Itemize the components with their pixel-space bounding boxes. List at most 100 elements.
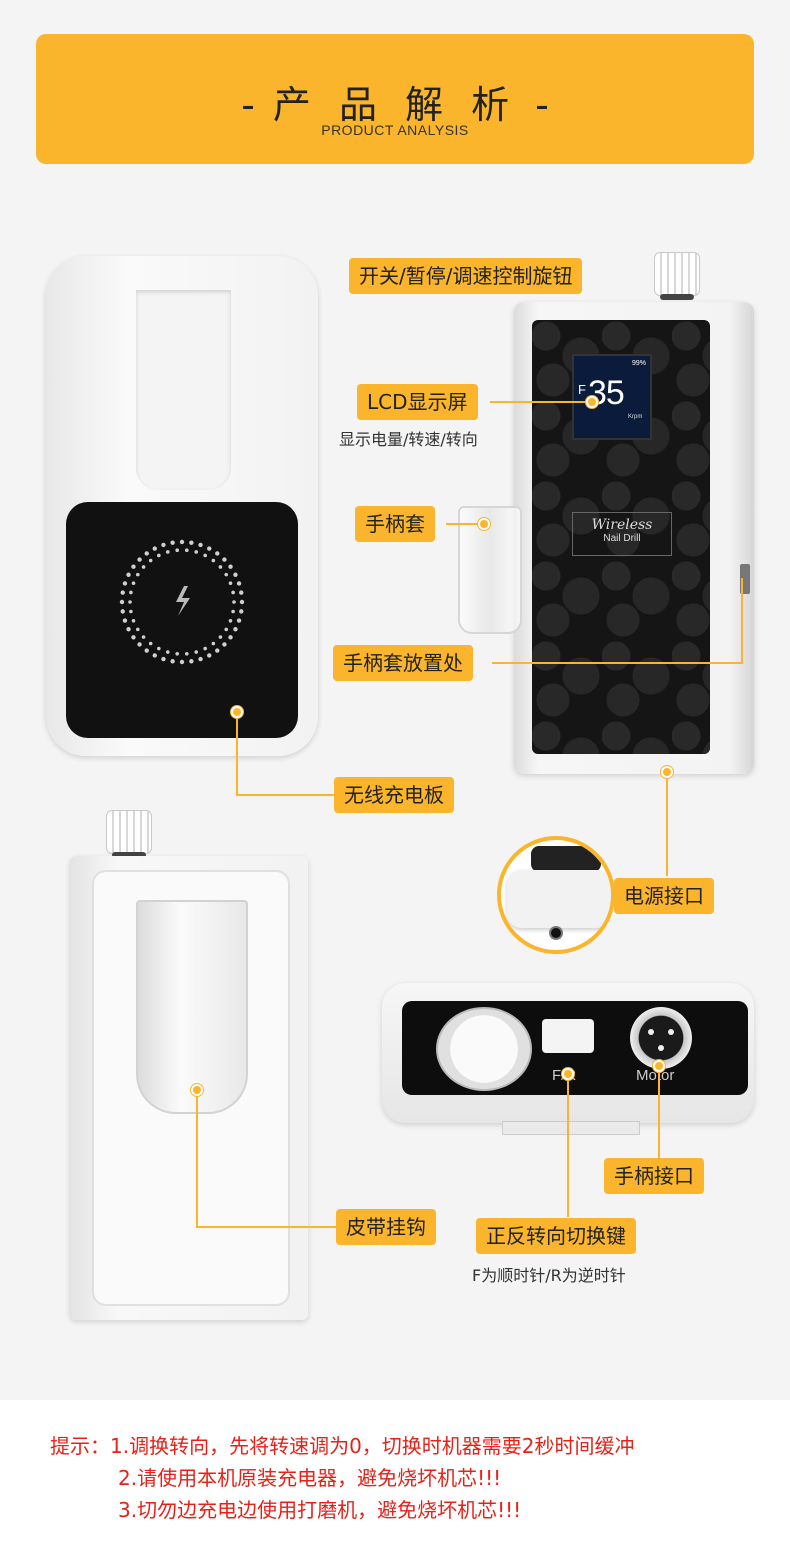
brand-plate: Wireless Nail Drill xyxy=(572,512,672,556)
header-banner: -产 品 解 析- PRODUCT ANALYSIS xyxy=(36,34,754,164)
ring-dot xyxy=(129,590,133,595)
motor-label: Motor xyxy=(636,1067,675,1084)
ring-dot xyxy=(165,550,170,554)
lcd-direction: F xyxy=(578,382,586,397)
ring-dot xyxy=(137,642,142,647)
label-knob: 开关/暂停/调速控制旋钮 xyxy=(349,258,583,294)
leader-line-clip-v xyxy=(196,1090,198,1228)
ring-dot xyxy=(131,618,136,623)
ring-dot xyxy=(128,600,132,604)
port-body xyxy=(507,870,611,940)
top-panel: F/R Motor xyxy=(402,1001,748,1095)
charging-pad xyxy=(66,502,298,738)
lcd-screen: 99% F 35 Krpm xyxy=(572,354,652,440)
ring-dot xyxy=(141,635,146,639)
ring-dot xyxy=(144,551,149,556)
motor-pin xyxy=(668,1029,674,1035)
label-direction-desc: F为顺时针/R为逆时针 xyxy=(472,1266,626,1285)
label-handle-port: 手柄接口 xyxy=(604,1158,704,1194)
label-lcd-desc: 显示电量/转速/转向 xyxy=(339,430,478,449)
ring-dot xyxy=(122,581,128,586)
ring-dot xyxy=(152,653,157,658)
ring-dot xyxy=(184,548,189,553)
fr-switch xyxy=(542,1019,594,1053)
marker-cup xyxy=(478,518,490,530)
ring-dot xyxy=(224,627,229,632)
ring-dot xyxy=(203,553,207,558)
ring-dot xyxy=(165,650,170,654)
charger-slot xyxy=(136,290,231,490)
ring-dot xyxy=(228,635,233,640)
ring-dot xyxy=(228,581,233,586)
ring-dot xyxy=(157,646,161,651)
ring-dot xyxy=(161,656,166,662)
ring-dot xyxy=(170,540,175,545)
leader-line-fr xyxy=(567,1075,569,1217)
ring-dot xyxy=(207,653,212,658)
ring-dot xyxy=(228,564,233,569)
knob-base xyxy=(660,294,694,300)
ring-dot xyxy=(228,618,233,623)
ring-dot xyxy=(148,641,153,646)
charging-ring-icon xyxy=(119,539,245,665)
control-knob xyxy=(654,252,700,296)
ring-dot xyxy=(189,659,194,664)
ring-dot xyxy=(232,600,236,604)
motor-pin xyxy=(648,1029,654,1035)
ring-dot xyxy=(120,609,125,614)
speed-dial xyxy=(436,1007,532,1091)
title-text: 产 品 解 析 xyxy=(272,83,518,127)
ring-dot xyxy=(222,642,227,647)
ring-dot xyxy=(215,551,220,556)
ring-dot xyxy=(131,635,136,640)
ring-dot xyxy=(135,627,140,632)
leader-line-power xyxy=(666,772,668,876)
power-port-detail xyxy=(497,836,615,954)
brand-line1: Wireless xyxy=(591,517,653,533)
belt-clip xyxy=(136,900,248,1114)
back-control-knob xyxy=(106,810,152,854)
ring-dot xyxy=(144,648,149,653)
label-wireless-pad: 无线充电板 xyxy=(334,777,454,813)
page-subtitle: PRODUCT ANALYSIS xyxy=(321,122,469,138)
ring-dot xyxy=(161,542,166,548)
ring-dot xyxy=(218,565,223,569)
device-stand xyxy=(502,1121,640,1135)
ring-dot xyxy=(135,572,140,577)
motor-socket-icon xyxy=(630,1007,692,1069)
ring-dot xyxy=(179,539,185,545)
marker-pad xyxy=(231,706,243,718)
ring-dot xyxy=(236,618,242,623)
handle-cup xyxy=(458,506,522,634)
ring-dot xyxy=(189,540,194,545)
ring-dot xyxy=(152,546,157,551)
ring-dot xyxy=(198,656,203,662)
label-cup: 手柄套 xyxy=(355,506,435,542)
leader-line-pad-h xyxy=(236,794,334,796)
ring-dot xyxy=(198,542,203,548)
ring-dot xyxy=(231,609,235,614)
ring-dot xyxy=(120,590,125,595)
ring-dot xyxy=(170,659,175,664)
leader-line-clip-h xyxy=(196,1226,336,1228)
ring-dot xyxy=(184,651,189,656)
title-dash-left: - xyxy=(241,83,255,127)
ring-dot xyxy=(239,590,244,595)
marker-motor xyxy=(653,1060,665,1072)
note-line-1: 提示：1.调换转向，先将转速调为0，切换时机器需要2秒时间缓冲 xyxy=(50,1434,635,1458)
ring-dot xyxy=(157,553,161,558)
ring-dot xyxy=(211,641,216,646)
ring-dot xyxy=(239,599,245,605)
label-cup-holder: 手柄套放置处 xyxy=(333,645,473,681)
marker-power xyxy=(661,766,673,778)
ring-dot xyxy=(222,557,227,562)
ring-dot xyxy=(131,564,136,569)
ring-dot xyxy=(175,548,180,553)
ring-dot xyxy=(126,627,131,632)
label-lcd: LCD显示屏 xyxy=(357,384,478,420)
note-line-2: 2.请使用本机原装充电器，避免烧坏机芯!!! xyxy=(118,1466,502,1490)
label-power-port: 电源接口 xyxy=(614,878,714,914)
label-direction-key: 正反转向切换键 xyxy=(476,1218,636,1254)
marker-clip xyxy=(191,1084,203,1096)
label-belt-clip: 皮带挂钩 xyxy=(336,1209,436,1245)
